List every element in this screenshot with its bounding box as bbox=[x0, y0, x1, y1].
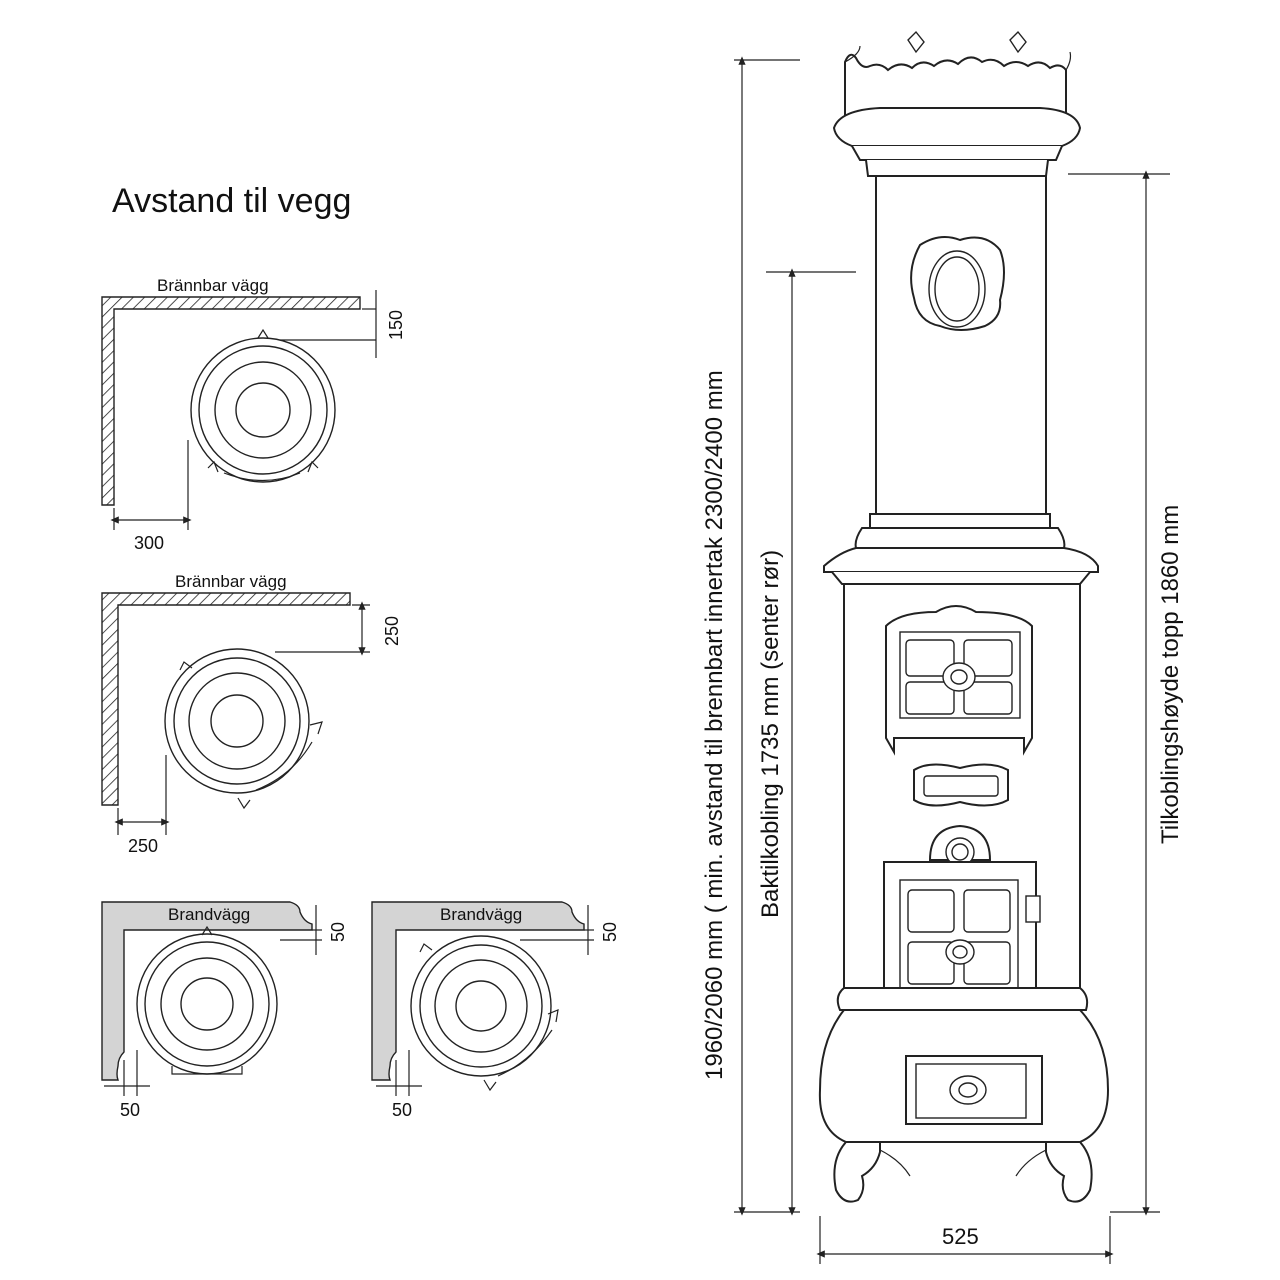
right-leg bbox=[1045, 1141, 1093, 1203]
middle-cornice bbox=[823, 547, 1099, 573]
top-cornice bbox=[832, 107, 1082, 147]
back-clearance: 50 bbox=[328, 922, 348, 942]
stove-top-view bbox=[164, 648, 323, 810]
side-clearance: 50 bbox=[120, 1100, 140, 1120]
width-label: 525 bbox=[942, 1224, 979, 1249]
upper-column bbox=[875, 175, 1047, 515]
back-connection-label: Baktilkobling 1735 mm (senter rør) bbox=[757, 550, 784, 918]
left-leg bbox=[833, 1141, 881, 1203]
wall-label: Brännbar vägg bbox=[175, 572, 287, 591]
stove-top-view bbox=[190, 328, 336, 483]
ceiling-distance-label: 1960/2060 mm ( min. avstand til brennbar… bbox=[701, 370, 728, 1080]
side-clearance: 300 bbox=[134, 533, 164, 553]
clearance-diagram-3: Brandvägg 50 50 bbox=[101, 901, 348, 1120]
stove-dimensions: 1960/2060 mm ( min. avstand til brennbar… bbox=[701, 56, 1184, 1264]
side-clearance: 250 bbox=[128, 836, 158, 856]
top-connection-label: Tilkoblingshøyde topp 1860 mm bbox=[1157, 505, 1184, 844]
stove-top-view bbox=[136, 925, 278, 1075]
stove-elevation bbox=[818, 30, 1110, 1203]
side-clearance: 50 bbox=[392, 1100, 412, 1120]
fire-wall bbox=[371, 901, 585, 1081]
back-clearance: 250 bbox=[382, 616, 402, 646]
combustible-wall bbox=[101, 592, 351, 806]
stove-top-view bbox=[410, 935, 559, 1092]
page-title: Avstand til vegg bbox=[112, 182, 351, 220]
wall-label: Brandvägg bbox=[440, 905, 522, 924]
clearance-diagram-4: Brandvägg 50 50 bbox=[371, 901, 620, 1120]
back-clearance: 50 bbox=[600, 922, 620, 942]
wall-label: Brännbar vägg bbox=[157, 276, 269, 295]
combustible-wall bbox=[101, 296, 361, 506]
fire-wall bbox=[101, 901, 313, 1081]
back-clearance: 150 bbox=[386, 310, 406, 340]
crown-ornament bbox=[844, 53, 1067, 118]
wall-label: Brandvägg bbox=[168, 905, 250, 924]
clearance-diagram-2: Brännbar vägg 250 250 bbox=[101, 572, 402, 856]
clearance-diagram-1: Brännbar vägg 150 300 bbox=[101, 276, 406, 553]
